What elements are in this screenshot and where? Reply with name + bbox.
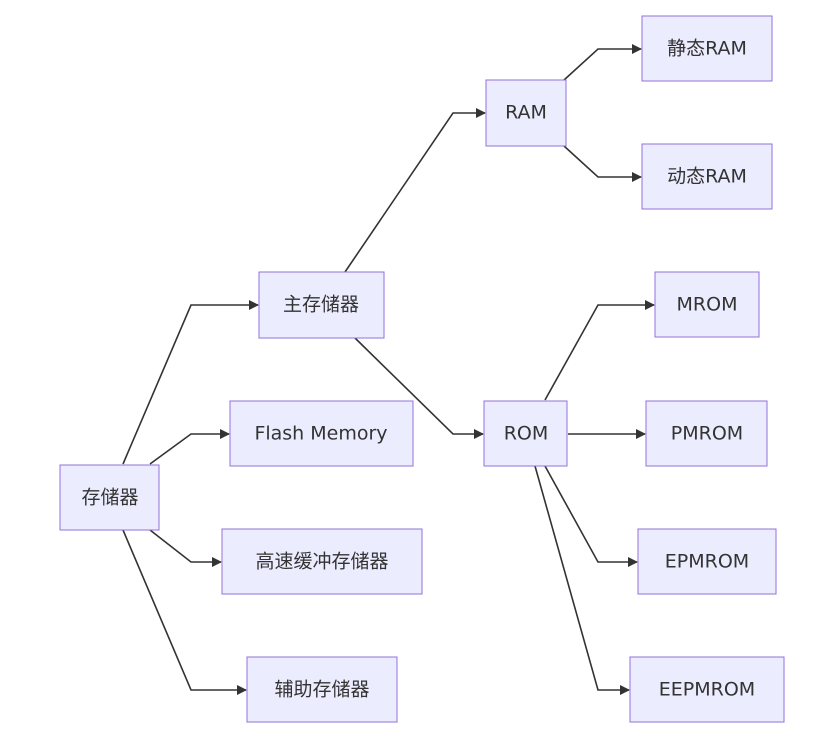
node-sram-label: 静态RAM — [667, 38, 747, 60]
node-cache: 高速缓冲存储器 — [221, 528, 423, 595]
edge-storage-main — [122, 300, 259, 465]
edge-ram-sram — [563, 44, 642, 81]
node-aux-storage: 辅助存储器 — [246, 656, 398, 723]
edge-storage-cache — [149, 529, 222, 567]
node-pmrom: PMROM — [645, 400, 768, 467]
edge-rom-mrom — [544, 300, 655, 401]
node-dram-label: 动态RAM — [667, 166, 747, 188]
edges — [122, 44, 655, 695]
edge-rom-epmrom — [544, 465, 638, 567]
node-ram-label: RAM — [505, 102, 547, 124]
node-ram: RAM — [485, 79, 567, 147]
node-rom: ROM — [483, 400, 568, 467]
edge-ram-dram — [563, 145, 642, 182]
node-pmrom-label: PMROM — [671, 423, 743, 445]
node-dram: 动态RAM — [641, 143, 773, 210]
node-sram: 静态RAM — [641, 15, 773, 82]
node-aux-storage-label: 辅助存储器 — [274, 679, 369, 701]
edge-storage-aux — [122, 529, 247, 695]
node-eepmrom-label: EEPMROM — [659, 679, 755, 701]
node-storage: 存储器 — [59, 464, 160, 531]
node-main-storage: 主存储器 — [258, 271, 385, 339]
node-eepmrom: EEPMROM — [629, 656, 785, 723]
edge-main-rom — [354, 337, 484, 439]
node-storage-label: 存储器 — [81, 487, 138, 509]
node-flash-memory: Flash Memory — [229, 400, 414, 467]
node-mrom-label: MROM — [677, 294, 738, 316]
node-cache-label: 高速缓冲存储器 — [255, 551, 388, 573]
node-epmrom: EPMROM — [637, 528, 777, 595]
node-mrom: MROM — [654, 271, 760, 338]
edge-main-ram — [344, 108, 486, 273]
node-flash-memory-label: Flash Memory — [254, 423, 387, 445]
node-epmrom-label: EPMROM — [665, 551, 749, 573]
node-main-storage-label: 主存储器 — [283, 294, 359, 316]
edge-storage-flash — [149, 429, 230, 465]
edge-rom-eepmrom — [534, 465, 630, 695]
node-rom-label: ROM — [504, 423, 549, 445]
